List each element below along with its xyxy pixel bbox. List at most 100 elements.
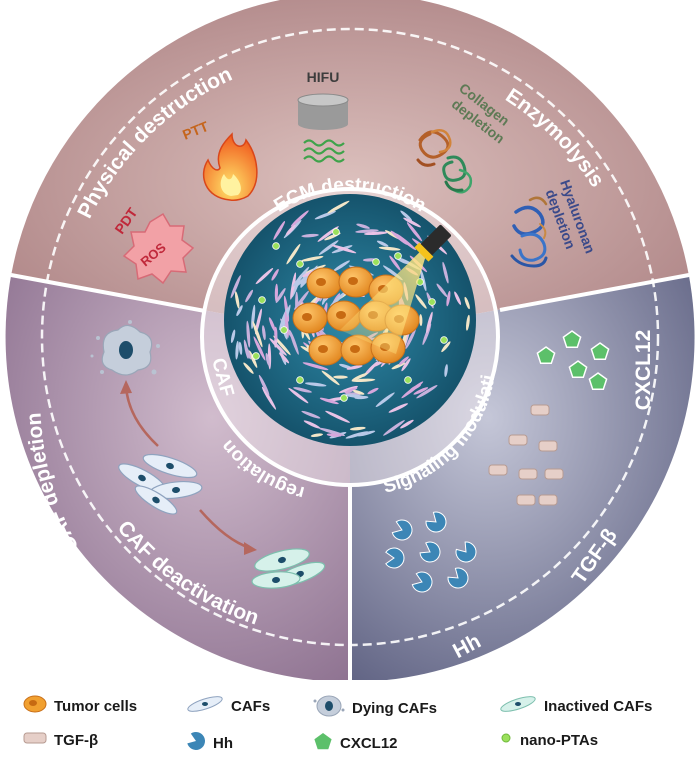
ecm-fiber: [389, 255, 401, 271]
ecm-fiber: [236, 305, 243, 317]
ecm-fiber: [331, 244, 357, 254]
nano-pta-particle: [258, 296, 266, 304]
ecm-fiber: [304, 382, 327, 387]
tgf-beta-capsule: [538, 494, 558, 506]
ecm-fiber: [261, 386, 277, 410]
legend-item: CAFs: [185, 694, 270, 718]
ecm-fiber: [446, 290, 451, 307]
ecm-fiber: [273, 221, 286, 240]
ultrasound-wave-icon: [303, 139, 345, 163]
hh-ligand: [455, 541, 477, 563]
legend-item: Tumor cells: [22, 694, 137, 718]
signaling-items: [385, 330, 610, 593]
cxcl12-pentagon: [590, 342, 610, 361]
ecm-fiber: [346, 365, 363, 370]
ecm-fiber: [301, 410, 321, 419]
hyaluronidase-protein-icon: [510, 196, 548, 268]
tgf-beta-capsule: [488, 464, 508, 476]
ecm-fiber: [245, 346, 252, 360]
ecm-fiber: [419, 268, 427, 292]
ecm-fiber: [321, 370, 340, 386]
ecm-fiber: [300, 274, 306, 288]
caf-items: [90, 320, 326, 589]
legend-label: Tumor cells: [54, 697, 138, 715]
ecm-fiber: [255, 308, 262, 335]
ecm-fiber: [319, 397, 339, 405]
ecm-fiber: [466, 314, 470, 331]
legend-label: Hh: [213, 734, 233, 752]
cxcl12-pentagon: [588, 372, 608, 391]
ecm-fiber: [426, 311, 433, 334]
ecm-fiber: [230, 329, 236, 344]
ecm-fiber: [269, 338, 287, 356]
hifu-transducer-icon: [297, 93, 349, 130]
nano-pta-particle: [280, 326, 288, 334]
ecm-fiber: [401, 381, 424, 399]
ecm-fiber: [274, 326, 278, 341]
tumor-cell: [292, 302, 328, 334]
ecm-fiber: [258, 374, 270, 396]
ecm-fiber: [419, 314, 423, 327]
ecm-fiber: [326, 433, 342, 437]
ecm-fiber: [376, 240, 389, 247]
ecm-fiber: [464, 296, 470, 310]
nano-pta-particle: [440, 336, 448, 344]
ecm-fiber: [288, 387, 309, 404]
ecm-fiber: [332, 260, 350, 272]
tumor-cell: [308, 334, 344, 366]
ecm-fiber: [436, 283, 448, 298]
inactive-caf-icon: [498, 694, 538, 718]
legend-item: nano-PTAs: [498, 730, 598, 750]
nano-pta-particles: [252, 228, 448, 402]
ecm-fiber: [255, 268, 274, 285]
ecm-fiber: [444, 364, 448, 378]
hh-ligand: [385, 547, 405, 569]
hh-ligand: [447, 567, 469, 589]
ecm-fiber: [367, 387, 379, 395]
tgf-beta-capsule: [538, 440, 558, 452]
ecm-fiber: [333, 375, 348, 379]
ecm-fiber: [293, 387, 312, 393]
ecm-fiber: [302, 362, 329, 371]
ecm-fiber: [252, 321, 263, 348]
ros-icon: [122, 212, 195, 285]
ecm-fiber: [400, 419, 414, 429]
ecm-fiber: [330, 291, 347, 307]
ecm-fiber: [251, 304, 256, 330]
tumor-cell-icon: [22, 694, 48, 718]
ecm-fiber: [246, 320, 251, 348]
ecm-fiber: [416, 385, 438, 399]
legend-label: Inactived CAFs: [544, 697, 653, 715]
ecm-fiber: [279, 352, 290, 364]
ecm-fiber: [442, 261, 449, 284]
hh-cluster: [385, 511, 477, 593]
cxcl12-label: CXCL12: [632, 330, 655, 411]
tumor-cell: [338, 266, 374, 298]
tgf-beta-capsule: [516, 494, 536, 506]
ecm-fiber: [378, 246, 401, 251]
nano-pta-particle: [340, 394, 348, 402]
ecm-fiber: [274, 283, 279, 302]
ecm-fiber: [265, 352, 270, 367]
ecm-fiber: [318, 427, 346, 436]
ecm-fiber: [401, 358, 411, 372]
ecm-fiber: [356, 223, 370, 229]
tumor-core: [224, 194, 476, 446]
ecm-fiber: [301, 233, 319, 238]
dying-caf-icon: [90, 320, 160, 376]
legend-item: Hh: [185, 730, 233, 756]
hh-ligand: [411, 571, 433, 593]
ecm-fiber: [303, 420, 321, 429]
ecm-fiber: [344, 387, 358, 394]
laser-icon: [340, 225, 451, 354]
ecm-fiber: [398, 356, 409, 366]
ecm-fiber: [230, 275, 241, 299]
legend-label: nano-PTAs: [520, 731, 599, 749]
tgf-beta-capsule: [518, 468, 538, 480]
cxcl12-icon: [312, 730, 334, 756]
hh-ligand: [425, 511, 447, 533]
ecm-fiber: [352, 390, 365, 395]
nano-pta-particle: [372, 258, 380, 266]
legend-item: Dying CAFs: [312, 694, 437, 722]
ecm-fiber: [413, 387, 429, 395]
